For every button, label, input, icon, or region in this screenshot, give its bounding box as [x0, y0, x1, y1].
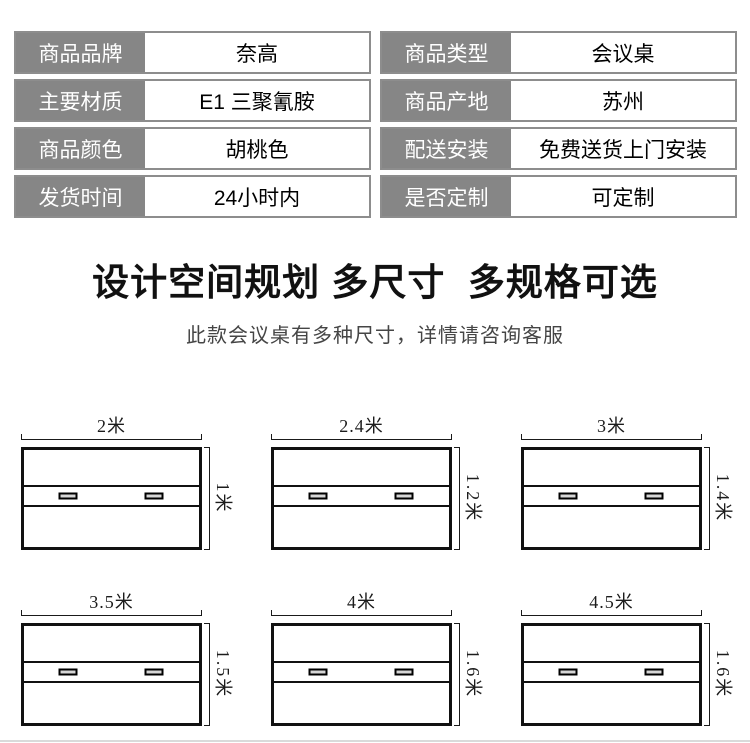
- table-top-view: [21, 622, 202, 726]
- vertical-dimension-line: [454, 622, 460, 726]
- table-top-view: [521, 622, 702, 726]
- spec-pair-origin: 商品产地 苏州: [380, 79, 737, 122]
- width-dimension-label: 4米: [347, 591, 376, 612]
- cable-grommet: [394, 668, 413, 676]
- table-center-channel: [524, 484, 699, 507]
- cable-grommet: [558, 492, 578, 500]
- section-subtitle: 此款会议桌有多种尺寸，详情请咨询客服: [186, 324, 564, 347]
- spec-value: 会议桌: [591, 42, 655, 66]
- table-panel: [274, 507, 449, 547]
- vertical-dimension-line: [454, 446, 460, 550]
- table-panel: [524, 507, 699, 547]
- height-dimension-label: 1米: [213, 482, 233, 514]
- cable-grommet: [144, 668, 163, 676]
- cable-grommet: [58, 492, 78, 500]
- width-dimension-label: 4.5米: [589, 591, 634, 612]
- horizontal-dimension-line: [521, 433, 702, 440]
- spec-label: 商品颜色: [16, 129, 145, 168]
- size-diagram-2-4m: 2.4米 1.2米: [250, 416, 500, 550]
- width-dimension-label: 2.4米: [339, 415, 384, 436]
- table-top-view: [521, 446, 702, 550]
- spec-label: 配送安装: [382, 129, 511, 168]
- table-panel: [274, 683, 449, 723]
- spec-label: 商品产地: [382, 81, 511, 120]
- cable-grommet: [308, 668, 328, 676]
- table-center-channel: [24, 484, 199, 507]
- spec-label: 商品类型: [382, 33, 511, 72]
- table-panel: [24, 450, 199, 485]
- size-diagram-grid: 2米 1米 2.4米: [0, 416, 750, 726]
- spec-pair-material: 主要材质 E1 三聚氰胺: [14, 79, 371, 122]
- table-panel: [24, 507, 199, 547]
- spec-value: E1 三聚氰胺: [199, 90, 315, 114]
- height-dimension-label: 1.2米: [463, 473, 483, 523]
- spec-value: 免费送货上门安装: [539, 138, 707, 162]
- table-top-view: [21, 446, 202, 550]
- table-center-channel: [24, 660, 199, 683]
- table-panel: [524, 626, 699, 661]
- cable-grommet: [558, 668, 578, 676]
- size-diagram-2m: 2米 1米: [0, 416, 250, 550]
- cable-grommet: [308, 492, 328, 500]
- spec-label: 主要材质: [16, 81, 145, 120]
- bottom-divider: [0, 740, 750, 742]
- table-center-channel: [274, 484, 449, 507]
- table-panel: [24, 683, 199, 723]
- table-panel: [274, 626, 449, 661]
- height-dimension-label: 1.6米: [463, 649, 483, 699]
- table-panel: [524, 683, 699, 723]
- horizontal-dimension-line: [21, 609, 202, 616]
- spec-row: 商品品牌 奈高 商品类型 会议桌: [14, 31, 737, 74]
- cable-grommet: [394, 492, 413, 500]
- spec-value: 胡桃色: [225, 138, 289, 162]
- table-center-channel: [274, 660, 449, 683]
- table-panel: [274, 450, 449, 485]
- size-diagram-3-5m: 3.5米 1.5米: [0, 592, 250, 726]
- spec-pair-type: 商品类型 会议桌: [380, 31, 737, 74]
- size-diagram-4m: 4米 1.6米: [250, 592, 500, 726]
- vertical-dimension-line: [204, 446, 210, 550]
- spec-pair-brand: 商品品牌 奈高: [14, 31, 371, 74]
- spec-pair-delivery-install: 配送安装 免费送货上门安装: [380, 127, 737, 170]
- cable-grommet: [58, 668, 78, 676]
- spec-label: 发货时间: [16, 177, 145, 216]
- horizontal-dimension-line: [271, 433, 452, 440]
- table-top-view: [271, 622, 452, 726]
- spec-value: 苏州: [602, 90, 644, 114]
- product-spec-table: 商品品牌 奈高 商品类型 会议桌 主要材质 E1 三聚氰胺 商品产地 苏州 商品…: [0, 0, 750, 218]
- cable-grommet: [644, 492, 663, 500]
- spec-row: 主要材质 E1 三聚氰胺 商品产地 苏州: [14, 79, 737, 122]
- spec-row: 发货时间 24小时内 是否定制 可定制: [14, 175, 737, 218]
- spec-label: 商品品牌: [16, 33, 145, 72]
- table-panel: [24, 626, 199, 661]
- cable-grommet: [144, 492, 163, 500]
- vertical-dimension-line: [204, 622, 210, 726]
- spec-value: 24小时内: [213, 186, 301, 210]
- height-dimension-label: 1.4米: [713, 473, 733, 523]
- table-center-channel: [524, 660, 699, 683]
- horizontal-dimension-line: [521, 609, 702, 616]
- vertical-dimension-line: [704, 446, 710, 550]
- spec-pair-shipping-time: 发货时间 24小时内: [14, 175, 371, 218]
- vertical-dimension-line: [704, 622, 710, 726]
- horizontal-dimension-line: [271, 609, 452, 616]
- section-title: 设计空间规划 多尺寸 多规格可选: [92, 262, 658, 303]
- size-diagram-3m: 3米 1.4米: [500, 416, 750, 550]
- cable-grommet: [644, 668, 663, 676]
- spec-pair-color: 商品颜色 胡桃色: [14, 127, 371, 170]
- spec-row: 商品颜色 胡桃色 配送安装 免费送货上门安装: [14, 127, 737, 170]
- spec-pair-customization: 是否定制 可定制: [380, 175, 737, 218]
- spec-label: 是否定制: [382, 177, 511, 216]
- table-panel: [524, 450, 699, 485]
- width-dimension-label: 2米: [97, 415, 126, 436]
- horizontal-dimension-line: [21, 433, 202, 440]
- size-diagram-4-5m: 4.5米 1.6米: [500, 592, 750, 726]
- width-dimension-label: 3米: [597, 415, 626, 436]
- spec-value: 奈高: [236, 42, 278, 66]
- spec-value: 可定制: [591, 186, 655, 210]
- height-dimension-label: 1.6米: [713, 649, 733, 699]
- table-top-view: [271, 446, 452, 550]
- height-dimension-label: 1.5米: [213, 649, 233, 699]
- width-dimension-label: 3.5米: [89, 591, 134, 612]
